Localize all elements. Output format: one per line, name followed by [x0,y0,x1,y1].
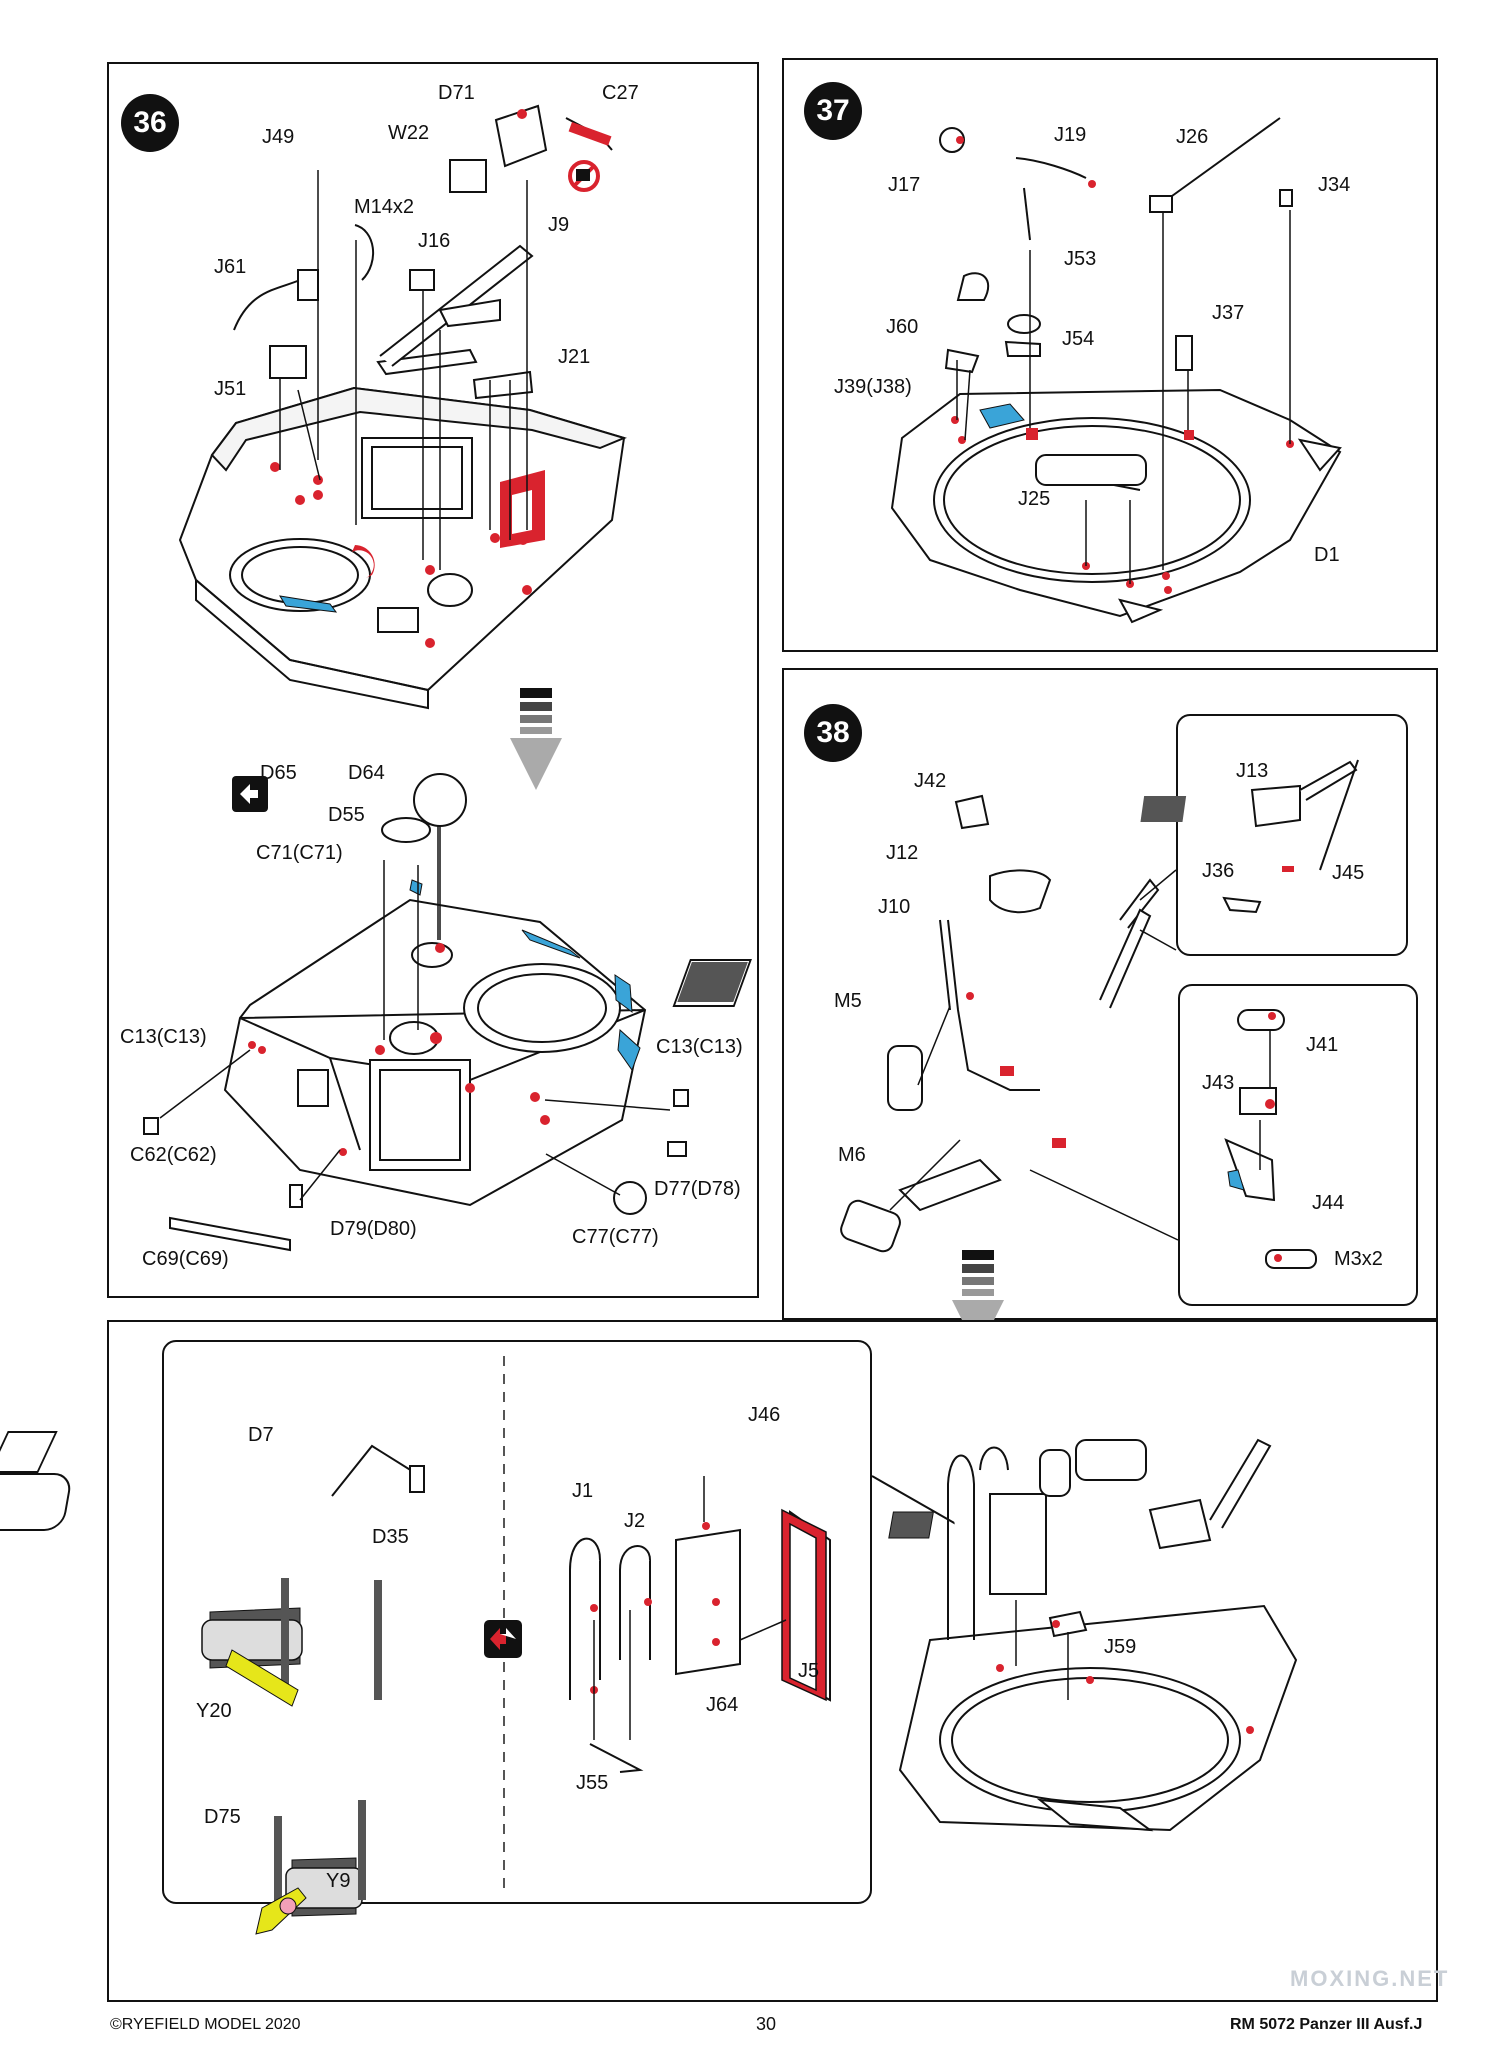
label-D75: D75 [204,1806,241,1828]
label-D77: D77(D78) [654,1178,741,1200]
label-J26: J26 [1176,126,1209,148]
label-J39: J39(J38) [834,376,912,398]
label-J41: J41 [1306,1034,1339,1056]
label-D35: D35 [372,1526,409,1548]
label-J2: J2 [624,1510,646,1532]
label-D71: D71 [438,82,475,104]
label-M3x2: M3x2 [1334,1248,1383,1270]
label-J60: J60 [886,316,919,338]
label-J34: J34 [1318,174,1351,196]
label-C27: C27 [602,82,639,104]
label-M6: M6 [838,1144,866,1166]
label-J42: J42 [914,770,947,792]
label-D64: D64 [348,762,385,784]
label-J64: J64 [706,1694,739,1716]
label-J53: J53 [1064,248,1097,270]
label-C71: C71(C71) [256,842,343,864]
label-J13: J13 [1236,760,1269,782]
label-J45: J45 [1332,862,1365,884]
label-J19: J19 [1054,124,1087,146]
label-D7: D7 [248,1424,274,1446]
label-J43: J43 [1202,1072,1235,1094]
label-C69: C69(C69) [142,1248,229,1270]
label-J9: J9 [548,214,570,236]
step-37-panel: 37 [782,58,1438,652]
step-36-badge: 36 [121,94,179,152]
label-J51: J51 [214,378,247,400]
label-D65: D65 [260,762,297,784]
footer-copyright: ©RYEFIELD MODEL 2020 [110,2016,301,2033]
label-D79: D79(D80) [330,1218,417,1240]
label-J46: J46 [748,1404,781,1426]
label-Y9: Y9 [326,1870,351,1892]
label-J55: J55 [576,1772,609,1794]
label-J25: J25 [1018,488,1051,510]
label-C13-left: C13(C13) [120,1026,207,1048]
step-37-badge: 37 [804,82,862,140]
label-M14x2: M14x2 [354,196,415,218]
label-J1: J1 [572,1480,594,1502]
label-D1: D1 [1314,544,1340,566]
label-J61: J61 [214,256,247,278]
label-J36: J36 [1202,860,1235,882]
label-J16: J16 [418,230,451,252]
label-C62: C62(C62) [130,1144,217,1166]
label-J21: J21 [558,346,591,368]
label-D55: D55 [328,804,365,826]
step-38-inset-top [1176,714,1408,956]
label-J49: J49 [262,126,295,148]
label-J12: J12 [886,842,919,864]
label-J5: J5 [798,1660,820,1682]
label-J54: J54 [1062,328,1095,350]
label-M5: M5 [834,990,862,1012]
footer-page-number: 30 [756,2014,777,2034]
label-W22: W22 [388,122,430,144]
footer-product: RM 5072 Panzer III Ausf.J [1230,2016,1423,2033]
label-C13-right: C13(C13) [656,1036,743,1058]
label-J10: J10 [878,896,911,918]
label-J37: J37 [1212,302,1245,324]
label-J59: J59 [1104,1636,1137,1658]
label-C77: C77(C77) [572,1226,659,1248]
label-J44: J44 [1312,1192,1345,1214]
label-Y20: Y20 [196,1700,232,1722]
label-J17: J17 [888,174,921,196]
step-38-badge: 38 [804,704,862,762]
watermark-text: MOXING.NET [1290,1966,1450,1991]
